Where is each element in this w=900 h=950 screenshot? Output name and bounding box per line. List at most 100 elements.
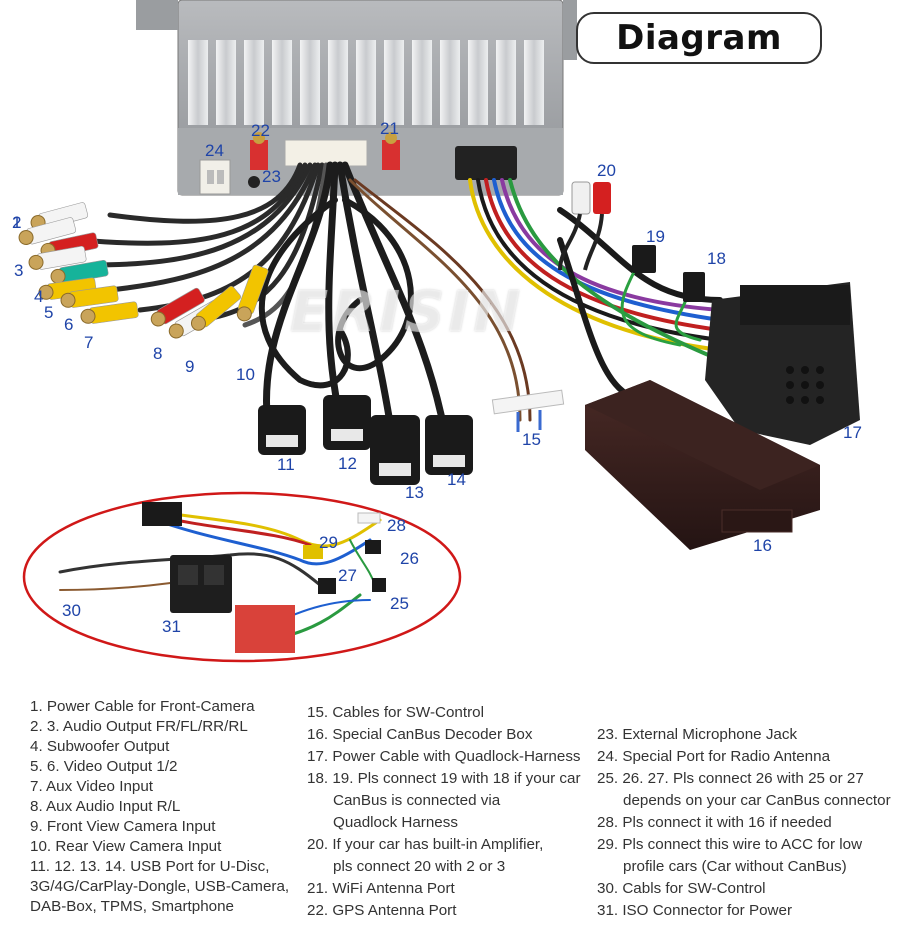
- callout-25: 25: [390, 594, 409, 613]
- callout-14: 14: [447, 470, 466, 489]
- legend-item: 11. 12. 13. 14. USB Port for U-Disc,: [30, 858, 270, 875]
- callout-17: 17: [843, 423, 862, 442]
- diagram-title-badge: Diagram: [576, 12, 822, 64]
- legend-item: 24. Special Port for Radio Antenna: [597, 748, 831, 765]
- callout-5: 5: [44, 303, 54, 322]
- quadlock-socket: [455, 146, 517, 180]
- wiring-diagram-svg: [18, 0, 860, 663]
- rca-plug: [236, 264, 269, 322]
- legend-item: 29. Pls connect this wire to ACC for low: [597, 836, 863, 853]
- legend-item: 5. 6. Video Output 1/2: [30, 758, 178, 775]
- legend-column-1: 1. Power Cable for Front-Camera 2. 3. Au…: [30, 697, 310, 917]
- wifi-antenna-port: [382, 132, 400, 170]
- callout-21: 21: [380, 119, 399, 138]
- callout-18: 18: [707, 249, 726, 268]
- callout-2: 2: [12, 213, 22, 232]
- microphone-jack: [248, 176, 260, 188]
- legend-item: 28. Pls connect it with 16 if needed: [597, 814, 832, 831]
- callout-24: 24: [205, 141, 224, 160]
- heatsink-fin: [496, 40, 516, 125]
- heatsink-fin: [272, 40, 292, 125]
- heatsink-fin: [216, 40, 236, 125]
- rca-plug: [190, 285, 241, 331]
- callout-6: 6: [64, 315, 74, 334]
- legend-item: 22. GPS Antenna Port: [307, 902, 457, 919]
- legend-item: 21. WiFi Antenna Port: [307, 880, 455, 897]
- callout-16: 16: [753, 536, 772, 555]
- heatsink-fin: [328, 40, 348, 125]
- callout-22: 22: [251, 121, 270, 140]
- rca-plug: [28, 245, 87, 270]
- callout-1: 1: [12, 213, 22, 232]
- legend-item: 7. Aux Video Input: [30, 778, 154, 795]
- callout-27: 27: [338, 566, 357, 585]
- callout-19: 19: [646, 227, 665, 246]
- connector-25: [372, 578, 386, 592]
- connector-27-plug: [318, 578, 336, 594]
- legend-item: 10. Rear View Camera Input: [30, 838, 222, 855]
- heatsink-fin: [524, 40, 544, 125]
- rca-plug: [50, 259, 109, 284]
- rca-plug-group: [18, 202, 269, 339]
- head-unit-chassis: [136, 0, 577, 196]
- legend-item: 25. 26. 27. Pls connect 26 with 25 or 27: [597, 770, 864, 787]
- legend-item: 1. Power Cable for Front-Camera: [30, 698, 255, 715]
- callout-3: 3: [14, 261, 24, 280]
- legend-item-continued: depends on your car CanBus connector: [623, 792, 891, 809]
- legend-item: 15. Cables for SW-Control: [307, 704, 484, 721]
- gps-antenna-port: [250, 132, 268, 170]
- callout-29: 29: [319, 533, 338, 552]
- legend-column-2: 15. Cables for SW-Control 16. Special Ca…: [307, 702, 597, 922]
- callout-23: 23: [262, 167, 281, 186]
- callout-31: 31: [162, 617, 181, 636]
- rca-plug: [80, 301, 139, 324]
- red-iso-adapter: [235, 605, 295, 653]
- connector-27: [303, 545, 323, 559]
- callout-8: 8: [153, 344, 163, 363]
- iso-plug-small: [142, 502, 182, 526]
- sw-control-cables: [491, 389, 565, 432]
- amplifier-rca-connector: [558, 181, 611, 271]
- usb-connectors: [258, 395, 473, 485]
- page-title: Diagram: [616, 18, 782, 58]
- callout-7: 7: [84, 333, 94, 352]
- iso-connector: [170, 555, 232, 613]
- legend-item: 9. Front View Camera Input: [30, 818, 216, 835]
- quadlock-connector: [705, 282, 860, 445]
- legend-item-continued: CanBus is connected via: [333, 792, 501, 809]
- callout-12: 12: [338, 454, 357, 473]
- legend-item-continued: profile cars (Car without CanBus): [623, 858, 847, 875]
- rca-plug: [18, 217, 77, 246]
- rca-plug: [60, 285, 119, 308]
- legend-column-3: 23. External Microphone Jack 24. Special…: [597, 724, 897, 922]
- connector-18: [683, 272, 705, 302]
- heatsink-fin: [188, 40, 208, 125]
- connector-28: [357, 512, 381, 524]
- legend-item: 18. 19. Pls connect 19 with 18 if your c…: [307, 770, 581, 787]
- legend-item-continued: Quadlock Harness: [333, 814, 458, 831]
- legend-item: 3G/4G/CarPlay-Dongle, USB-Camera,: [30, 878, 290, 895]
- legend-item: 2. 3. Audio Output FR/FL/RR/RL: [30, 718, 248, 735]
- callout-26: 26: [400, 549, 419, 568]
- main-socket-connector: [284, 139, 368, 167]
- wiring-diagram-illustration: Diagram ERISIN 1 2 3 4 5 6 7 8 9 10 11 1…: [12, 0, 862, 663]
- callout-30: 30: [62, 601, 81, 620]
- accessory-harness-highlight: [22, 491, 462, 663]
- heatsink-fin: [468, 40, 488, 125]
- legend-item-continued: pls connect 20 with 2 or 3: [333, 858, 506, 875]
- callout-4: 4: [34, 287, 44, 306]
- legend-item: 4. Subwoofer Output: [30, 738, 170, 755]
- legend-item: 23. External Microphone Jack: [597, 726, 798, 743]
- heatsink-fin: [384, 40, 404, 125]
- connector-19: [632, 245, 656, 273]
- radio-antenna-port: [199, 159, 231, 195]
- heatsink-fin: [244, 40, 264, 125]
- callout-10: 10: [236, 365, 255, 384]
- heatsink-fin: [300, 40, 320, 125]
- legend-item: 17. Power Cable with Quadlock-Harness: [307, 748, 581, 765]
- heatsink-fin: [440, 40, 460, 125]
- legend-item: 31. ISO Connector for Power: [597, 902, 792, 919]
- legend-item: 16. Special CanBus Decoder Box: [307, 726, 533, 743]
- canbus-decoder-box: [585, 380, 820, 550]
- heatsink-fin: [412, 40, 432, 125]
